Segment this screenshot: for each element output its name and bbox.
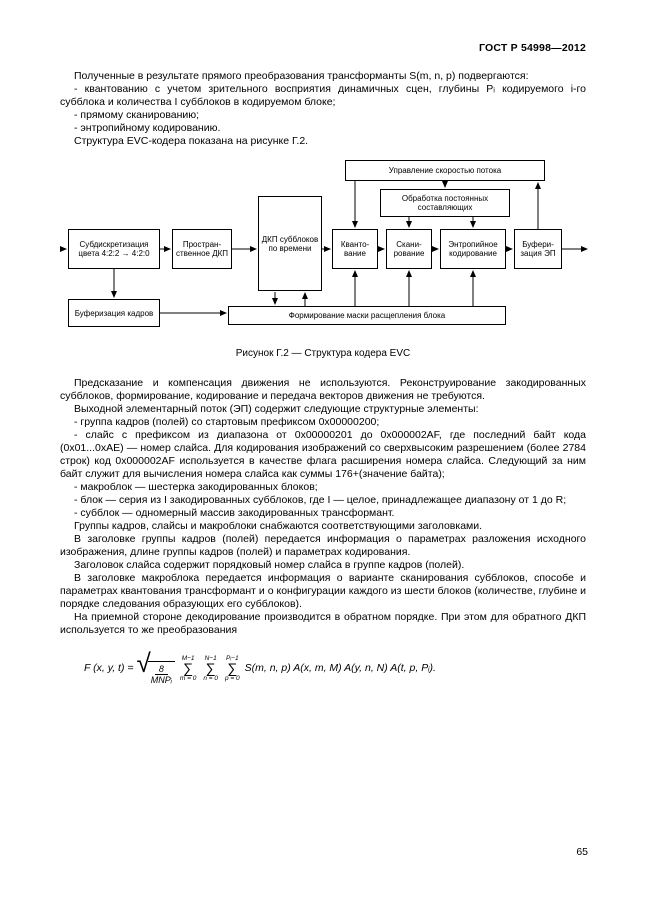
paragraph: Предсказание и компенсация движения не и… (60, 377, 586, 402)
summation-p: Pᵢ−1 ∑ p = 0 (224, 654, 240, 682)
paragraph: Полученные в результате прямого преобраз… (74, 70, 529, 82)
list-item: - слайс с префиксом из диапазона от 0x00… (60, 429, 586, 480)
paragraph: В заголовке макроблока передается информ… (60, 572, 586, 610)
figure-caption: Рисунок Г.2 — Структура кодера EVC (235, 348, 411, 359)
paragraph: Выходной элементарный поток (ЭП) содержи… (74, 403, 479, 415)
evc-encoder-diagram: Управление скоростью потока Обработка по… (60, 156, 590, 334)
diagram-block-frame-buffer: Буферизация кадров (68, 299, 160, 327)
list-item: - блок — серия из I закодированных суббл… (74, 494, 567, 506)
sigma-icon: ∑ (205, 659, 216, 676)
paragraph: На приемной стороне декодирование произв… (60, 611, 586, 636)
paragraph: В заголовке группы кадров (полей) переда… (60, 533, 586, 558)
paragraph: Заголовок слайса содержит порядковый ном… (74, 559, 465, 571)
paragraph: Группы кадров, слайсы и макроблоки снабж… (74, 520, 483, 532)
diagram-block-quantization: Кванто-вание (332, 229, 378, 269)
fraction-denominator: MNPᵢ (150, 675, 172, 685)
sigma-icon: ∑ (183, 659, 194, 676)
document-code: ГОСТ Р 54998—2012 (478, 42, 586, 54)
body-text: Предсказание и компенсация движения не и… (60, 377, 586, 637)
list-item: - прямому сканированию; (74, 109, 200, 121)
list-item: - квантованию с учетом зрительного воспр… (60, 83, 586, 108)
diagram-block-split-mask: Формирование маски расщепления блока (228, 306, 506, 325)
summation-n: N−1 ∑ n = 0 (203, 654, 218, 682)
list-item: - субблок — одномерный массив закодирова… (74, 507, 395, 519)
diagram-block-color-subsampling: Субдискретизация цвета 4:2:2 → 4:2:0 (68, 229, 160, 269)
formula-rhs: S(m, n, p) A(x, m, M) A(y, n, N) A(t, p,… (244, 662, 436, 674)
page-number: 65 (576, 846, 588, 858)
diagram-block-scanning: Скани-рование (386, 229, 432, 269)
sigma-icon: ∑ (227, 659, 238, 676)
list-item: - энтропийному кодированию. (74, 122, 221, 134)
diagram-block-spatial-dct: Простран-ственное ДКП (172, 229, 232, 269)
diagram-block-rate-control: Управление скоростью потока (345, 160, 545, 181)
radical-sign-icon: √ (136, 648, 151, 678)
intro-text: Полученные в результате прямого преобраз… (60, 70, 586, 148)
list-item: - группа кадров (полей) со стартовым пре… (74, 416, 380, 428)
formula-lhs: F (x, y, t) = (84, 662, 134, 674)
diagram-block-ep-buffer: Буфери-зация ЭП (514, 229, 562, 269)
paragraph: Структура EVC-кодера показана на рисунке… (74, 135, 309, 147)
list-item: - макроблок — шестерка закодированных бл… (74, 481, 318, 493)
summation-m: M−1 ∑ m = 0 (179, 654, 197, 682)
diagram-block-dc-processing: Обработка постоянных составляющих (380, 189, 510, 217)
diagram-arrows (60, 181, 588, 316)
diagram-block-entropy-coding: Энтропийное кодирование (440, 229, 506, 269)
diagram-block-temporal-dct: ДКП субблоков по времени (258, 196, 322, 291)
fraction-numerator: 8 (154, 664, 168, 675)
